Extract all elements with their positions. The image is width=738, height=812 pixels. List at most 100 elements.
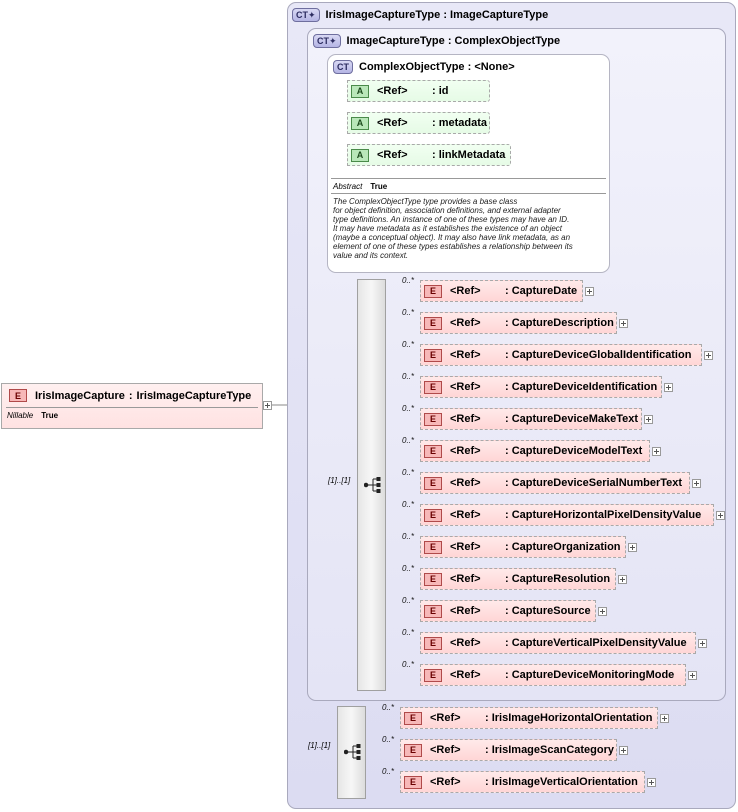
attribute-name: : linkMetadata — [432, 149, 506, 161]
sequence-compositor[interactable] — [357, 279, 386, 691]
element-badge-icon: E — [424, 572, 442, 586]
element-ref-box[interactable]: E<Ref>: CaptureDescription — [420, 312, 617, 334]
expand-icon[interactable] — [618, 575, 627, 584]
complex-type-badge-icon: CT — [333, 60, 353, 74]
expand-icon[interactable] — [688, 671, 697, 680]
expand-icon[interactable] — [664, 383, 673, 392]
outer-type-title: CT✦ IrisImageCaptureType : ImageCaptureT… — [292, 8, 548, 22]
expand-icon[interactable] — [704, 351, 713, 360]
element-ref: <Ref> — [430, 712, 461, 724]
abstract-value: True — [370, 182, 388, 191]
element-ref-box[interactable]: E<Ref>: CaptureDeviceGlobalIdentificatio… — [420, 344, 702, 366]
element-badge-icon: E — [424, 604, 442, 618]
attribute-badge-icon: A — [351, 84, 369, 98]
element-ref-box[interactable]: E<Ref>: CaptureHorizontalPixelDensityVal… — [420, 504, 714, 526]
element-name: : IrisImageHorizontalOrientation — [485, 712, 653, 724]
middle-type-title: CT✦ ImageCaptureType : ComplexObjectType — [313, 34, 560, 48]
element-ref-box[interactable]: E <Ref> : CaptureResolution — [420, 568, 616, 590]
attribute-ref: <Ref> — [377, 149, 408, 161]
element-badge-icon: E — [424, 316, 442, 330]
element-ref: <Ref> — [430, 744, 461, 756]
element-ref: <Ref> — [450, 573, 481, 585]
element-badge-icon: E — [424, 540, 442, 554]
element-ref-box[interactable]: E<Ref>: CaptureDate — [420, 280, 583, 302]
occurrence-label: 0..* — [402, 660, 415, 669]
element-ref: <Ref> — [450, 349, 481, 361]
complex-type-badge-icon: CT✦ — [313, 34, 341, 48]
occurrence-label: 0..* — [402, 436, 415, 445]
element-badge-icon: E — [424, 348, 442, 362]
expand-icon[interactable] — [619, 746, 628, 755]
expand-icon[interactable] — [644, 415, 653, 424]
occurrence-label: 0..* — [402, 308, 415, 317]
element-ref: <Ref> — [450, 413, 481, 425]
root-element-name: IrisImageCapture — [35, 389, 125, 402]
element-ref-box[interactable]: E <Ref> : IrisImageScanCategory — [400, 739, 617, 761]
expand-icon[interactable] — [647, 778, 656, 787]
abstract-label: Abstract — [333, 182, 363, 191]
annotation-text: The ComplexObjectType type provides a ba… — [333, 197, 573, 260]
attribute-name: : id — [432, 85, 449, 97]
sequence-multiplicity: [1]..[1] — [328, 476, 351, 485]
occurrence-label: 0..* — [402, 468, 415, 477]
element-name: : CaptureDescription — [505, 317, 614, 329]
attribute-ref: <Ref> — [377, 85, 408, 97]
divider — [331, 178, 606, 179]
element-ref-box[interactable]: E<Ref>: CaptureDeviceSerialNumberText — [420, 472, 690, 494]
expand-icon[interactable] — [660, 714, 669, 723]
element-badge-icon: E — [404, 743, 422, 757]
element-ref: <Ref> — [450, 477, 481, 489]
element-ref: <Ref> — [450, 445, 481, 457]
element-badge-icon: E — [424, 636, 442, 650]
inner-type-label: ComplexObjectType : <None> — [359, 61, 515, 73]
nillable-label: Nillable — [7, 411, 34, 420]
expand-icon[interactable] — [628, 543, 637, 552]
occurrence-label: 0..* — [402, 276, 415, 285]
outer-type-label: IrisImageCaptureType : ImageCaptureType — [325, 9, 549, 21]
attribute-name: : metadata — [432, 117, 488, 129]
element-ref: <Ref> — [450, 381, 481, 393]
expand-icon[interactable] — [698, 639, 707, 648]
sequence-icon — [363, 477, 382, 496]
expand-icon[interactable] — [598, 607, 607, 616]
expand-icon[interactable] — [619, 319, 628, 328]
element-ref-box[interactable]: E<Ref>: CaptureDeviceModelText — [420, 440, 650, 462]
element-ref-box[interactable]: E<Ref>: CaptureDeviceIdentification — [420, 376, 662, 398]
attribute-link-metadata[interactable]: A <Ref> : linkMetadata — [347, 144, 511, 166]
element-badge-icon: E — [424, 508, 442, 522]
expand-icon[interactable] — [652, 447, 661, 456]
element-ref-box[interactable]: E<Ref>: CaptureDeviceMonitoringMode — [420, 664, 686, 686]
expand-icon[interactable] — [716, 511, 725, 520]
element-ref: <Ref> — [450, 637, 481, 649]
element-ref-box[interactable]: E<Ref>: IrisImageVerticalOrientation — [400, 771, 645, 793]
element-ref: <Ref> — [450, 605, 481, 617]
element-badge-icon: E — [424, 412, 442, 426]
expand-icon[interactable] — [692, 479, 701, 488]
sequence-icon — [343, 744, 362, 763]
element-ref-box[interactable]: E<Ref>: CaptureOrganization — [420, 536, 626, 558]
element-ref-box[interactable]: E<Ref>: IrisImageHorizontalOrientation — [400, 707, 658, 729]
expand-icon[interactable] — [585, 287, 594, 296]
element-badge-icon: E — [424, 444, 442, 458]
abstract-row: Abstract True — [333, 182, 387, 191]
attribute-metadata[interactable]: A <Ref> : metadata — [347, 112, 490, 134]
middle-type-label: ImageCaptureType : ComplexObjectType — [346, 35, 561, 47]
attribute-id[interactable]: A <Ref> : id — [347, 80, 490, 102]
expand-icon[interactable] — [263, 401, 272, 410]
root-element-box[interactable]: E IrisImageCapture : IrisImageCaptureTyp… — [1, 383, 263, 429]
element-ref-box[interactable]: E <Ref> : CaptureDeviceMakeText — [420, 408, 642, 430]
occurrence-label: 0..* — [402, 500, 415, 509]
occurrence-label: 0..* — [382, 767, 395, 776]
element-ref-box[interactable]: E<Ref>: CaptureSource — [420, 600, 596, 622]
element-name: : IrisImageScanCategory — [485, 744, 614, 756]
element-name: : CaptureResolution — [505, 573, 611, 585]
element-badge-icon: E — [424, 476, 442, 490]
element-ref-box[interactable]: E<Ref>: CaptureVerticalPixelDensityValue — [420, 632, 696, 654]
complex-type-badge-icon: CT✦ — [292, 8, 320, 22]
element-name: : CaptureDeviceMakeText — [505, 413, 639, 425]
occurrence-label: 0..* — [382, 735, 395, 744]
element-name: : CaptureDate — [505, 285, 578, 297]
element-ref: <Ref> — [450, 669, 481, 681]
element-badge-icon: E — [424, 284, 442, 298]
